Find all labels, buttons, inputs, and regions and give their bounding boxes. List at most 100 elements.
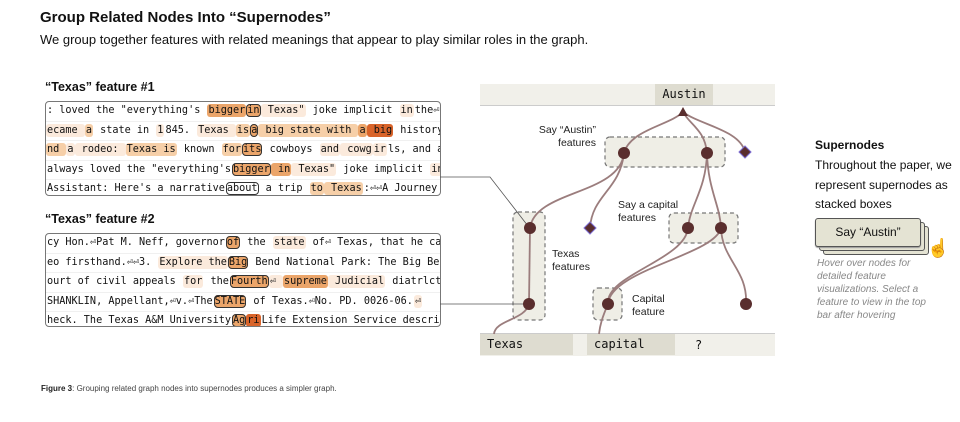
label-texas: Texas features (552, 248, 590, 273)
token[interactable]: bigger (232, 162, 271, 176)
token[interactable]: heck. The Texas A&M University (47, 315, 232, 327)
token[interactable]: a (250, 123, 259, 137)
token[interactable]: a trip (259, 183, 309, 195)
edge (607, 227, 722, 305)
node-say-capital-2[interactable] (715, 222, 727, 234)
token-capital[interactable]: capital (587, 334, 675, 355)
token[interactable]: joke implicit (337, 163, 430, 175)
token[interactable]: big state with (258, 123, 359, 137)
token[interactable]: a (66, 143, 75, 157)
token[interactable]: :⏎⏎A Journey (363, 183, 441, 195)
token[interactable]: : loved the "everything's (47, 105, 207, 116)
token[interactable]: cy Hon.⏎Pat M. Neff, governor (47, 237, 225, 248)
token[interactable]: of (225, 236, 241, 249)
token[interactable]: SHANKLIN, Appellant,⏎v.⏎The (47, 295, 213, 307)
token[interactable]: the⏎"te (414, 105, 440, 116)
token[interactable]: ri (246, 314, 261, 327)
token[interactable]: Assistant: Here's a narrative (47, 183, 225, 195)
token[interactable]: cowboys (263, 144, 319, 156)
token[interactable]: for (221, 143, 243, 157)
token[interactable]: big (366, 123, 394, 137)
supernode-button[interactable]: Say “Austin” (815, 218, 921, 247)
token[interactable]: Texas (197, 123, 236, 137)
token[interactable]: Ag (232, 314, 247, 327)
node-say-capital-1[interactable] (682, 222, 694, 234)
token[interactable]: Explore the (158, 255, 228, 269)
token[interactable]: STATE (213, 294, 247, 308)
token[interactable]: a (84, 123, 93, 137)
token[interactable]: in (399, 104, 414, 117)
token[interactable]: ⏎ (413, 294, 423, 308)
token[interactable]: 845. (165, 124, 197, 136)
token[interactable]: of Texas.⏎No. PD. 0026-06. (247, 295, 413, 307)
token[interactable]: for (182, 275, 204, 289)
token[interactable]: bigger (207, 104, 247, 117)
node-say-austin-1[interactable] (618, 147, 630, 159)
token[interactable]: state in (93, 124, 156, 136)
token[interactable]: to (309, 182, 324, 195)
token[interactable]: its (242, 143, 263, 157)
edge (682, 111, 746, 153)
edge (687, 152, 708, 229)
token[interactable]: Bend National Park: The Big Ber (249, 256, 441, 268)
token[interactable]: cowg (340, 143, 373, 157)
token[interactable]: in (430, 162, 440, 176)
token[interactable]: joke implicit (306, 105, 399, 116)
node-say-austin-2[interactable] (701, 147, 713, 159)
token[interactable]: known (177, 144, 221, 156)
token[interactable]: Texas (323, 182, 363, 195)
connector-feature1 (440, 176, 529, 227)
token[interactable]: ecame (46, 123, 85, 137)
caption-text: : Grouping related graph nodes into supe… (72, 384, 337, 393)
error-node-diamond[interactable] (583, 221, 597, 235)
node-texas-1[interactable] (524, 222, 536, 234)
token-austin[interactable]: Austin (655, 84, 713, 105)
supernode-say-austin[interactable] (604, 136, 726, 168)
feature2-heading: “Texas” feature #2 (45, 212, 155, 226)
node-other[interactable] (740, 298, 752, 310)
section-subtitle: We group together features with related … (40, 32, 589, 47)
token[interactable]: ls, and atte (388, 144, 440, 156)
token[interactable]: is (235, 123, 251, 137)
error-node-diamond[interactable] (738, 145, 752, 159)
token[interactable]: the (241, 237, 272, 248)
edge (720, 227, 747, 305)
token[interactable]: and (319, 143, 341, 157)
token[interactable]: Texas" (260, 104, 306, 117)
token[interactable]: Big (227, 255, 249, 269)
token[interactable]: Life Extension Service describe (261, 315, 441, 327)
token[interactable]: supreme (282, 275, 328, 289)
token[interactable]: state (272, 236, 306, 249)
label-say-austin: Say “Austin” features (538, 124, 596, 149)
token[interactable]: of⏎ Texas, that he ca (306, 237, 441, 248)
token[interactable]: a (358, 123, 367, 137)
node-texas-2[interactable] (523, 298, 535, 310)
token[interactable]: ⏎ (268, 275, 283, 289)
token[interactable]: Fourth (229, 275, 269, 289)
token[interactable]: rodeo: (74, 143, 126, 157)
token[interactable]: in (270, 162, 292, 176)
token[interactable]: Texas" (291, 162, 337, 176)
token[interactable]: nd (46, 143, 67, 157)
edge (706, 152, 722, 229)
token[interactable]: 1 (156, 123, 165, 137)
token-unknown[interactable]: ? (695, 338, 703, 352)
token[interactable]: ourt of civil appeals (47, 276, 182, 288)
token[interactable]: the (204, 276, 229, 288)
token[interactable]: Texas is (125, 143, 177, 157)
token-texas[interactable]: Texas (480, 334, 573, 355)
token[interactable]: eo firsthand.⏎⏎3. (47, 256, 158, 268)
token[interactable]: always loved the "everything's (47, 163, 232, 175)
token[interactable]: Judicial (327, 275, 386, 289)
node-capital[interactable] (602, 298, 614, 310)
token[interactable]: about (225, 182, 259, 195)
token[interactable]: diatrlct to (392, 276, 441, 288)
token[interactable]: in (246, 104, 261, 117)
token[interactable]: ir (372, 143, 388, 157)
token[interactable]: history. (400, 124, 440, 136)
